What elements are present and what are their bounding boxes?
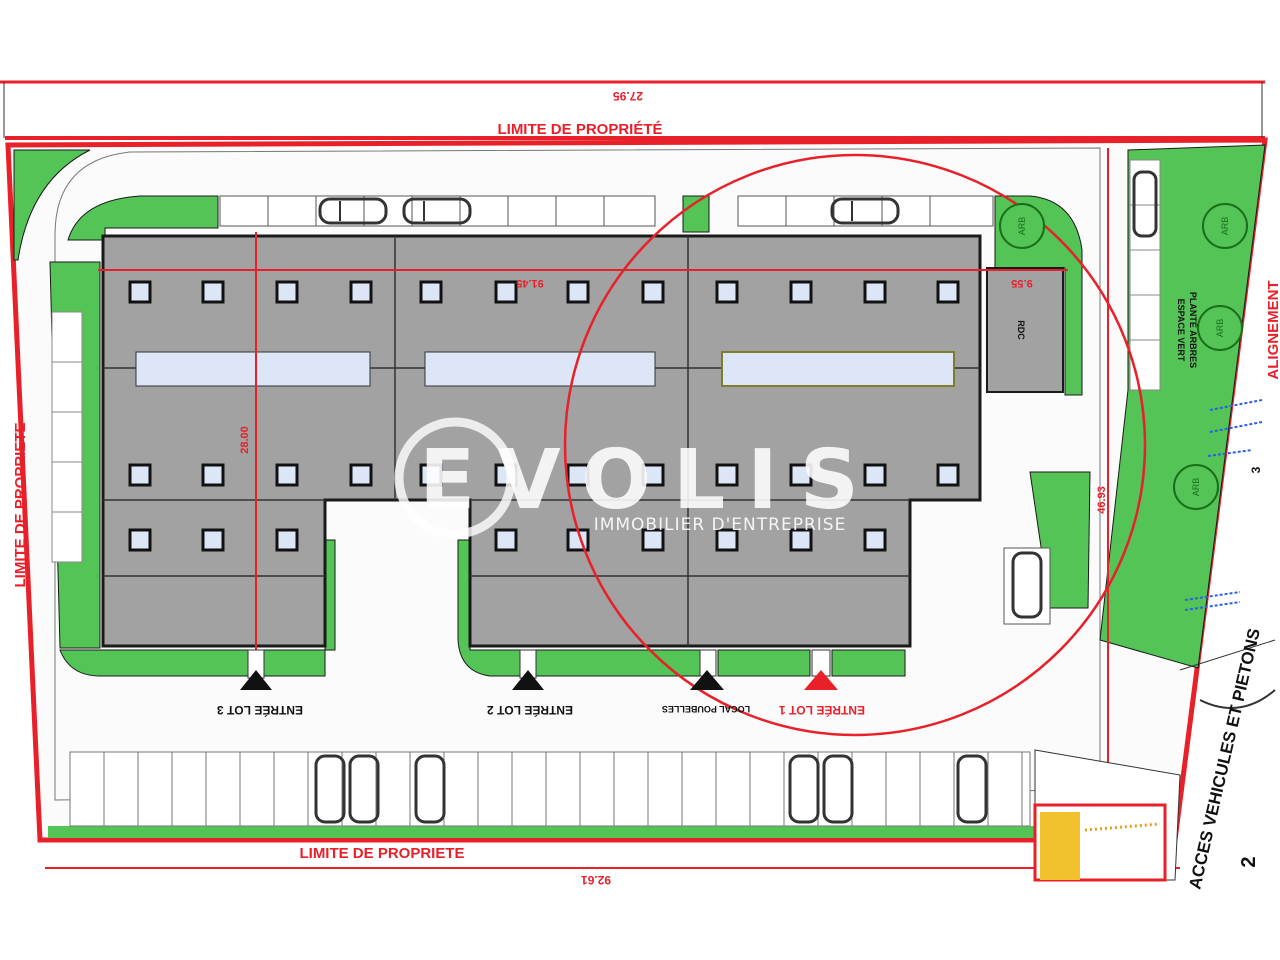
evolis-watermark: EVOLIS IMMOBILIER D'ENTREPRISE <box>394 417 881 539</box>
green-border-north <box>67 195 219 241</box>
roof-window <box>566 280 590 304</box>
roof-window <box>936 280 960 304</box>
outer-frame <box>0 80 1265 140</box>
green-border-east-south <box>831 649 906 677</box>
green-corner-left <box>13 149 91 261</box>
parking-bay-east <box>1003 547 1051 625</box>
watermark-tagline: IMMOBILIER D'ENTREPRISE <box>594 515 847 535</box>
marker-2: 2 <box>1238 856 1260 867</box>
roof-window <box>128 280 152 304</box>
roof-window <box>419 463 443 487</box>
roof-window <box>789 280 813 304</box>
roof-window <box>275 528 299 552</box>
tree-label: ARB <box>1215 319 1225 338</box>
rdc-label: RDC <box>1016 320 1026 340</box>
marker-3: 3 <box>1249 466 1263 473</box>
car-bay-east <box>1011 551 1043 619</box>
green-border-southmid <box>457 539 701 677</box>
roof-window <box>201 528 225 552</box>
tree-icon <box>1173 464 1219 510</box>
green-border-southwest <box>59 539 336 677</box>
roof-window <box>128 463 152 487</box>
dimension-lines <box>45 148 1180 869</box>
green-border-north-gap <box>682 195 710 233</box>
roof-window <box>566 463 590 487</box>
entry-labels: ENTRÉE LOT 3 ENTRÉE LOT 2 LOCAL POUBELLE… <box>217 703 865 718</box>
tree-label: ARB <box>1017 217 1027 236</box>
roof-window <box>715 280 739 304</box>
alignment-label: ALIGNEMENT <box>1265 280 1280 379</box>
green-strip-bottom <box>48 826 1038 838</box>
road-edge <box>54 147 1101 801</box>
dim-right-stub: 9.55 <box>1011 277 1032 289</box>
parking-north <box>219 195 994 227</box>
tree-icon <box>999 203 1045 249</box>
roof-window <box>936 463 960 487</box>
roof-window <box>863 463 887 487</box>
roof-window <box>789 463 813 487</box>
top-property-label: LIMITE DE PROPRIÉTÉ <box>497 121 662 138</box>
watermark-name: EVOLIS <box>419 433 881 528</box>
entry-lot1-label: ENTRÉE LOT 1 <box>779 703 865 718</box>
roof-window <box>715 463 739 487</box>
dim-top: 27.95 <box>613 89 643 103</box>
access-arrows <box>1184 399 1263 611</box>
parking-west <box>51 311 83 563</box>
roof-window <box>863 528 887 552</box>
roof-window <box>715 528 739 552</box>
left-property-label: LIMITE DE PROPRIETE <box>12 422 29 587</box>
roof-window <box>863 280 887 304</box>
roof-window <box>349 463 373 487</box>
cars-south <box>314 754 988 824</box>
roof-window <box>275 280 299 304</box>
radius-circle <box>563 153 1147 737</box>
watermark-logo-ring <box>394 417 516 539</box>
roof-window <box>201 463 225 487</box>
access-corner <box>1033 639 1276 882</box>
roof-window <box>128 528 152 552</box>
building-annex-rdc <box>986 267 1064 393</box>
cars-north <box>318 197 900 225</box>
tree-label: ARB <box>1191 478 1201 497</box>
waste-local-label: LOCAL POUBELLES <box>662 704 750 714</box>
dim-bottom: 92.61 <box>581 873 611 887</box>
tree-icon <box>1202 203 1248 249</box>
roof-window <box>201 280 225 304</box>
parking-south-bays <box>103 752 1023 826</box>
building <box>101 234 982 648</box>
entry-lot2-label: ENTRÉE LOT 2 <box>487 703 573 718</box>
roof-window <box>789 528 813 552</box>
entrance-markers <box>240 649 838 690</box>
car-east <box>1132 170 1158 238</box>
roof-window <box>349 280 373 304</box>
green-border-southeast <box>717 649 811 677</box>
trees: ARB ARB ARB ARB <box>999 203 1248 510</box>
dim-inner-width: 91.45 <box>516 277 544 289</box>
tree-label: ARB <box>1220 217 1230 236</box>
espace-vert-sub-label: PLANTÉ ARBRES <box>1188 292 1198 368</box>
roof-window <box>494 528 518 552</box>
roof-window <box>641 463 665 487</box>
parking-south <box>69 751 1031 827</box>
roof-window <box>641 528 665 552</box>
roof-window <box>419 280 443 304</box>
roof-window <box>275 463 299 487</box>
bottom-property-label: LIMITE DE PROPRIETE <box>299 845 464 862</box>
skylight-strips <box>135 351 955 387</box>
tree-icon <box>1197 305 1243 351</box>
roof-window <box>641 280 665 304</box>
entry-lot3-label: ENTRÉE LOT 3 <box>217 703 303 718</box>
roof-window <box>494 280 518 304</box>
dim-side: 46.93 <box>1096 486 1108 514</box>
espace-vert-label: ESPACE VERT <box>1176 299 1186 362</box>
dim-depth: 28.00 <box>239 426 251 454</box>
